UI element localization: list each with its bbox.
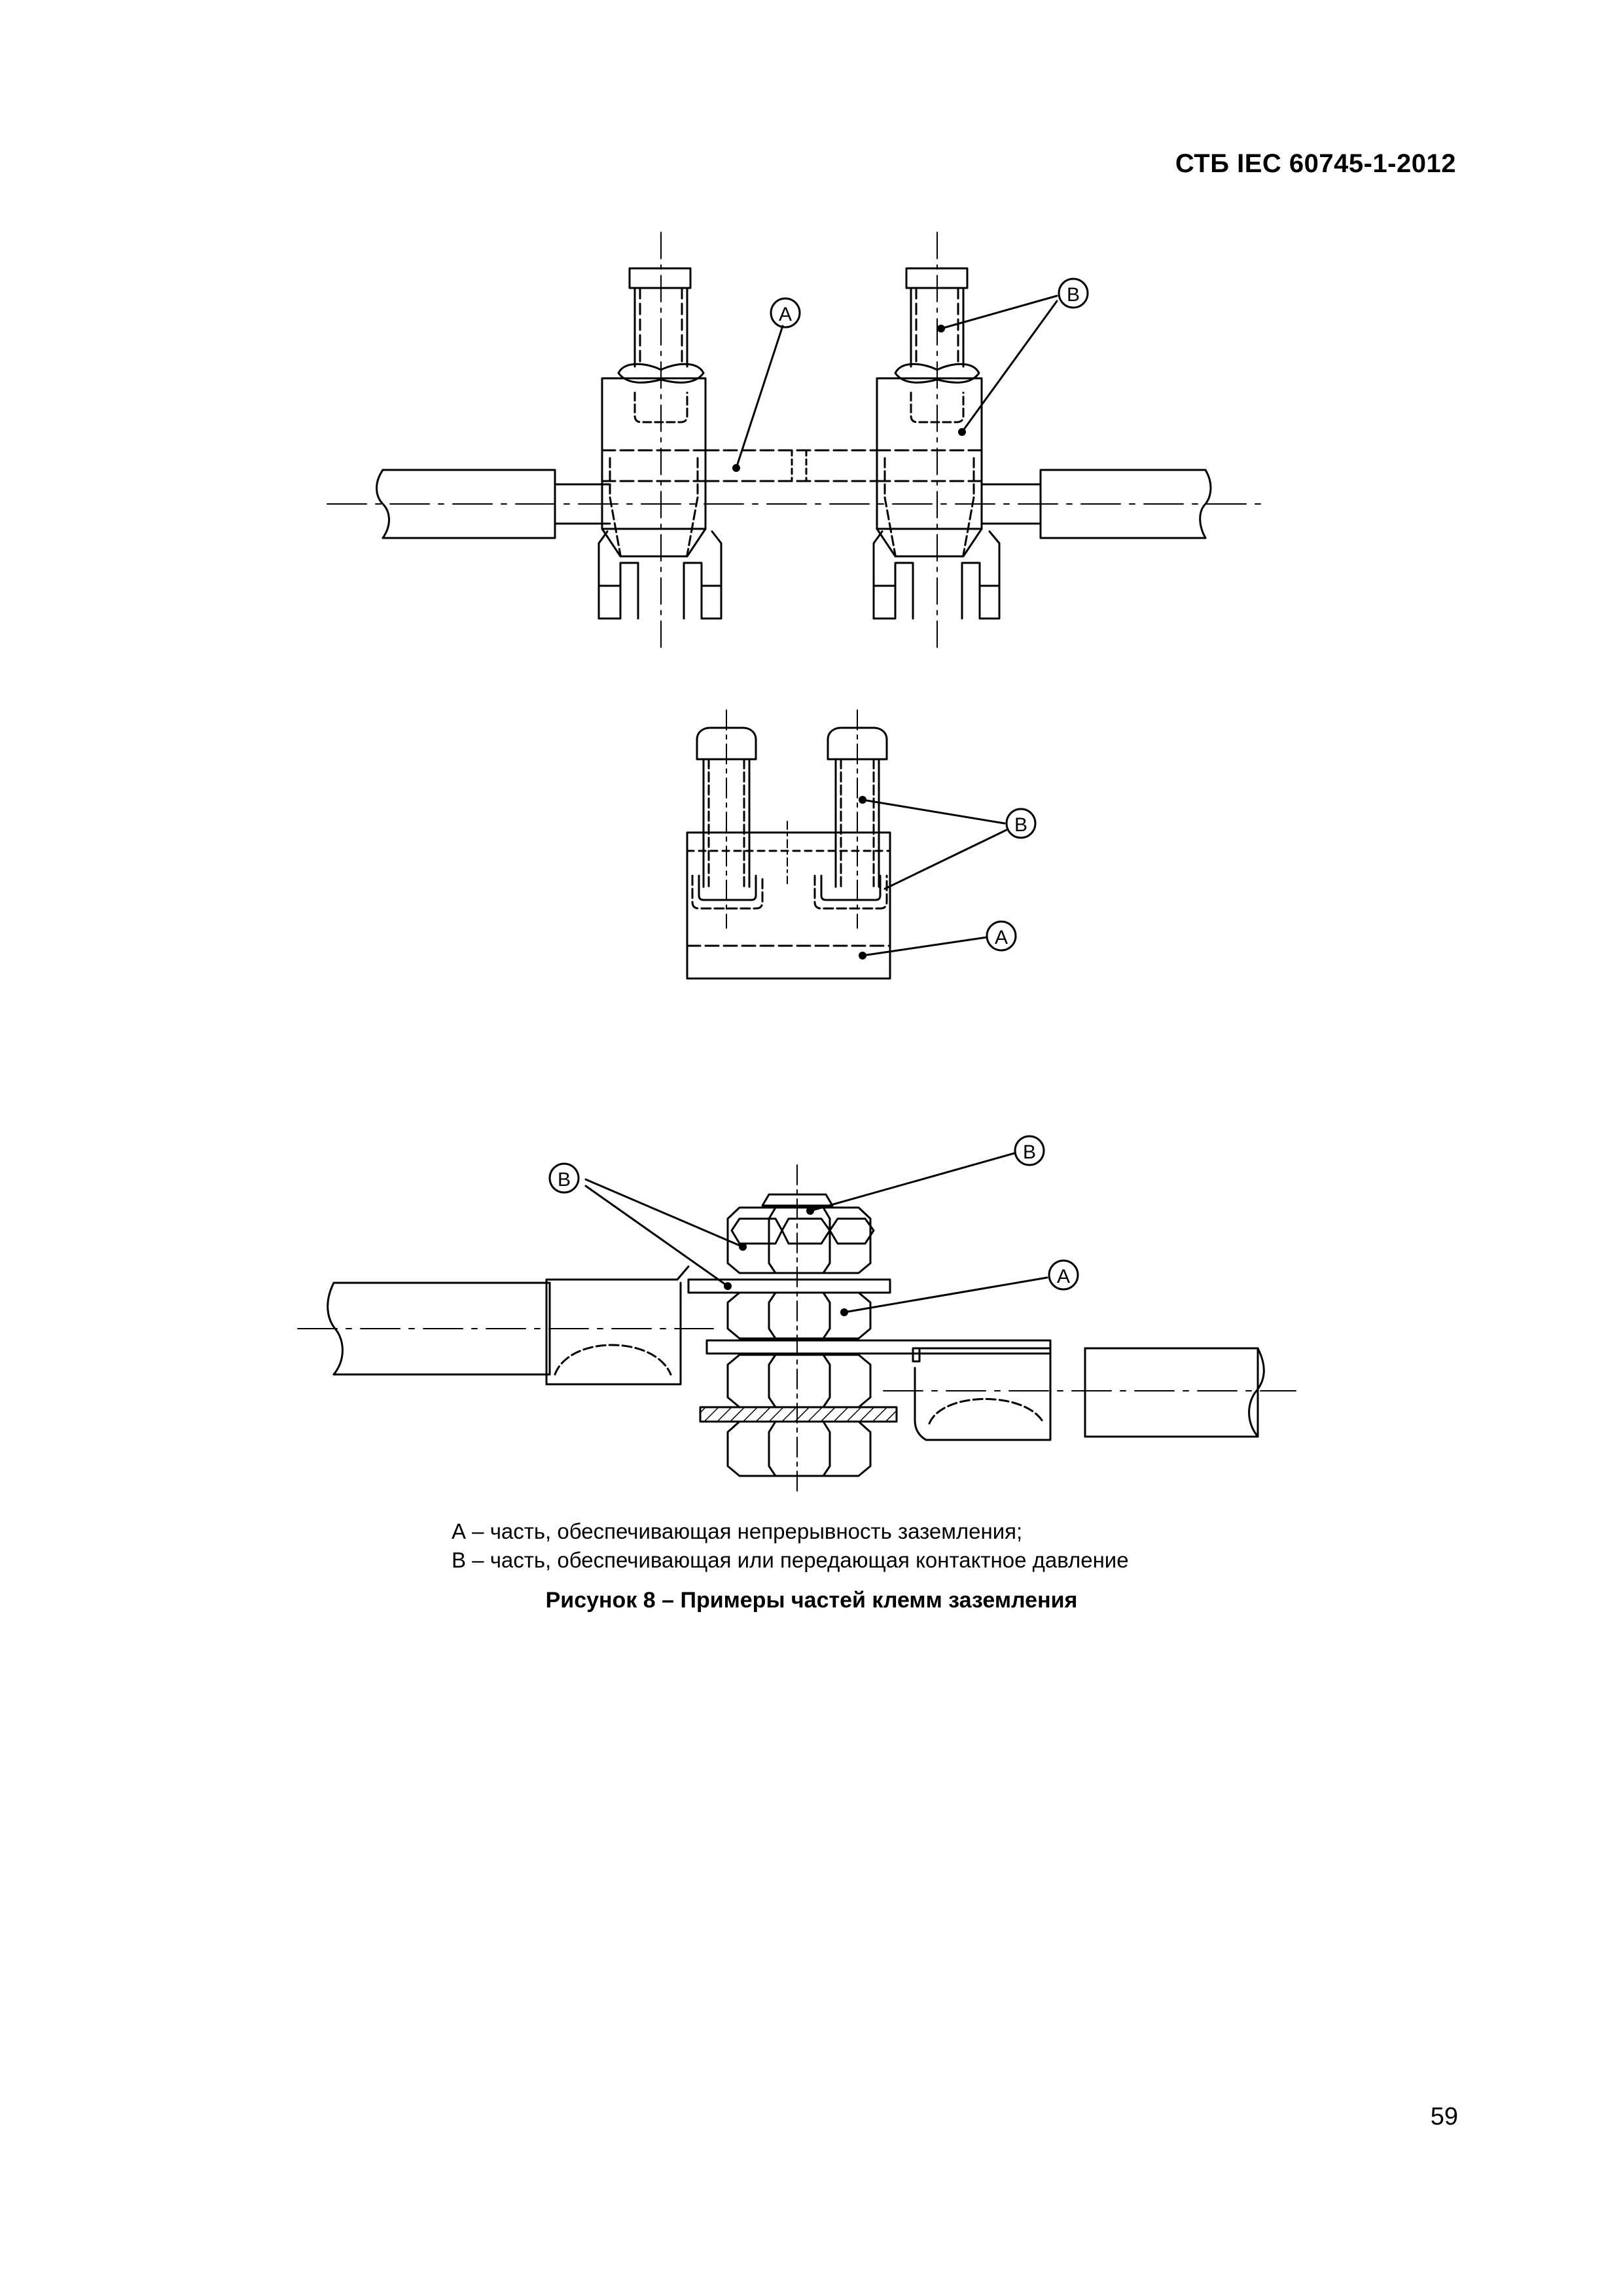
- label-a-bottom: A: [1048, 1259, 1079, 1291]
- label-b-bottom-right: B: [1014, 1135, 1045, 1166]
- svg-text:A: A: [779, 304, 792, 325]
- document-code: СТБ IEC 60745-1-2012: [1175, 149, 1456, 178]
- svg-text:B: B: [1014, 814, 1027, 836]
- label-a-middle: A: [986, 920, 1017, 952]
- drawing-2-pillar-block: B A: [686, 709, 1037, 980]
- label-b-bottom-left: B: [548, 1162, 580, 1194]
- legend-item-a: А – часть, обеспечивающая непрерывность …: [452, 1519, 1023, 1543]
- drawing-1-pillar-terminals: A B: [327, 232, 1264, 652]
- right-pillar-terminal: [872, 232, 1032, 652]
- left-pillar-terminal: [597, 232, 722, 652]
- label-b-middle: B: [1005, 808, 1037, 839]
- label-b-top: B: [1058, 278, 1089, 309]
- svg-text:A: A: [995, 927, 1008, 948]
- svg-text:A: A: [1057, 1266, 1070, 1287]
- figure-legend: А – часть, обеспечивающая непрерывность …: [452, 1517, 1129, 1575]
- svg-text:B: B: [1067, 284, 1080, 306]
- drawing-3-stud-terminal: B B A: [297, 1135, 1296, 1493]
- figure-caption: Рисунок 8 – Примеры частей клемм заземле…: [545, 1588, 1078, 1613]
- label-a-top: A: [770, 297, 801, 329]
- legend-item-b: В – часть, обеспечивающая или передающая…: [452, 1548, 1129, 1572]
- page-number: 59: [1430, 2103, 1458, 2130]
- svg-text:B: B: [1023, 1141, 1036, 1163]
- svg-text:B: B: [558, 1169, 571, 1191]
